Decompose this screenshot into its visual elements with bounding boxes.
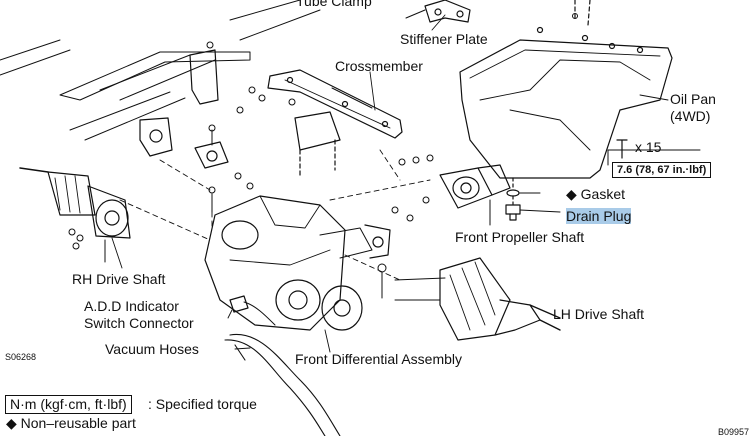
gasket-and-drain-plug xyxy=(505,177,561,221)
lh-drive-shaft xyxy=(394,257,561,341)
drain-plug-label: Drain Plug xyxy=(566,208,632,224)
front-differential-assembly xyxy=(204,195,391,331)
lh-drive-shaft-label: LH Drive Shaft xyxy=(553,306,645,322)
legend-torque-unit: N·m (kgf·cm, ft·lbf) xyxy=(5,395,132,414)
leader-lines xyxy=(111,14,669,353)
stiffener-plate-label: Stiffener Plate xyxy=(400,31,488,47)
crossmember-label: Crossmember xyxy=(335,58,423,74)
add-indicator-connector xyxy=(229,295,276,326)
add-connector-label-line2: Switch Connector xyxy=(84,315,194,331)
crossmember xyxy=(267,69,403,139)
oil-pan-label-line1: Oil Pan xyxy=(670,91,716,107)
oil-pan-label-line2: (4WD) xyxy=(670,108,711,124)
front-differential-label: Front Differential Assembly xyxy=(295,351,463,367)
legend-torque-desc: : Specified torque xyxy=(148,396,257,412)
vacuum-hoses xyxy=(224,333,341,436)
front-propeller-shaft-label: Front Propeller Shaft xyxy=(455,229,585,245)
assembly-guide-lines xyxy=(119,149,431,281)
rh-drive-shaft xyxy=(19,167,131,263)
vacuum-hoses-label: Vacuum Hoses xyxy=(105,341,199,357)
rh-drive-shaft-label: RH Drive Shaft xyxy=(72,271,166,287)
bolt-count-label: x 15 xyxy=(635,139,662,155)
oil-pan-bolt xyxy=(607,139,701,166)
torque-spec-box: 7.6 (78, 67 in.·lbf) xyxy=(612,162,712,178)
legend-non-reusable: ◆ Non–reusable part xyxy=(6,415,136,431)
add-connector-label-line1: A.D.D Indicator xyxy=(84,298,179,314)
oil-pan-4wd xyxy=(459,0,673,179)
chassis-frame xyxy=(0,0,321,141)
stiffener-plate xyxy=(405,0,471,23)
tube-clamp-label: Tube Clamp xyxy=(296,0,372,9)
fasteners xyxy=(68,13,578,299)
front-propeller-shaft xyxy=(439,164,511,226)
gasket-label: ◆ Gasket xyxy=(566,186,626,202)
figure-code-right: B09957 xyxy=(718,427,750,436)
figure-code-left: S06268 xyxy=(5,352,37,362)
